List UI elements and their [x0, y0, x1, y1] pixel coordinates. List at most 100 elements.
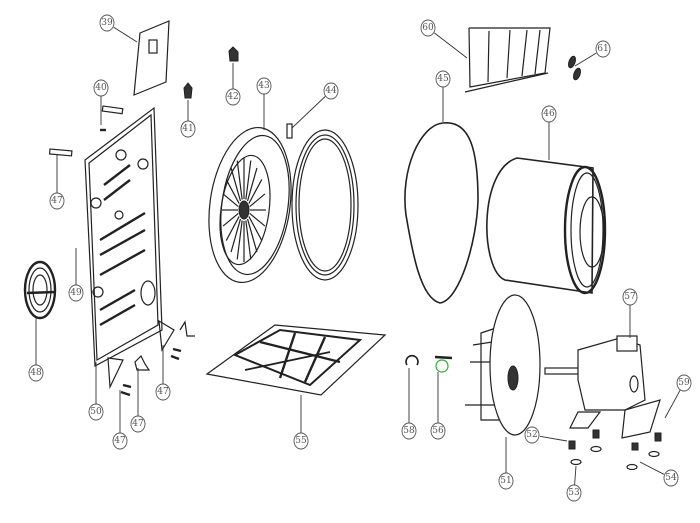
- part-hose-clamp: [434, 355, 453, 373]
- part-clips: [183, 46, 239, 99]
- callout-47: 47: [130, 368, 146, 433]
- callout-number: 49: [70, 288, 82, 298]
- leader-line: [639, 461, 665, 475]
- callout-number: 39: [101, 18, 113, 28]
- leader-line: [664, 389, 681, 419]
- callout-number: 47: [51, 196, 63, 206]
- callout-bubble: [430, 422, 446, 440]
- drum-spoke: [222, 193, 239, 208]
- callout-number: 50: [90, 407, 102, 417]
- callout-number: 59: [678, 378, 690, 388]
- callout-59: 59: [664, 374, 692, 419]
- callout-49: 49: [68, 248, 84, 302]
- leader-line: [539, 435, 568, 442]
- part-filter-bag: [404, 122, 479, 304]
- callout-41: 41: [180, 100, 196, 138]
- callout-number: 41: [182, 124, 193, 134]
- leader-line: [574, 52, 597, 67]
- callout-bubble: [99, 14, 115, 32]
- callout-number: 47: [114, 436, 126, 446]
- callout-55: 55: [293, 395, 309, 450]
- part-base-frame: [205, 324, 387, 396]
- callout-number: 47: [132, 419, 144, 429]
- drum-spoke: [236, 160, 243, 200]
- part-motor: [544, 335, 662, 471]
- callout-bubble: [68, 284, 84, 302]
- leader-line: [113, 26, 138, 43]
- callout-number: 53: [568, 488, 580, 498]
- callout-58: 58: [401, 368, 417, 440]
- drum-spoke: [248, 216, 263, 241]
- callout-number: 45: [437, 74, 449, 84]
- callout-bubble: [256, 77, 272, 95]
- callout-60: 60: [420, 19, 468, 59]
- callout-56: 56: [430, 372, 446, 440]
- part-screws: [568, 55, 581, 81]
- callout-42: 42: [225, 63, 241, 106]
- callout-50: 50: [88, 362, 104, 421]
- drum-spoke: [225, 179, 240, 204]
- callout-number: 60: [422, 23, 434, 33]
- callout-bubble: [401, 422, 417, 440]
- part-rack: [464, 27, 551, 93]
- callout-number: 47: [157, 387, 169, 397]
- callout-48: 48: [28, 318, 44, 382]
- callout-number: 54: [665, 473, 677, 483]
- callout-number: 55: [295, 436, 307, 446]
- callout-bubble: [155, 383, 171, 401]
- drum-spoke: [248, 179, 263, 204]
- drum-spoke: [222, 212, 239, 227]
- leader-line: [574, 465, 577, 486]
- leader-line: [434, 32, 468, 59]
- part-drum: [486, 157, 607, 295]
- drum-spoke: [249, 193, 266, 208]
- callout-number: 43: [258, 81, 270, 91]
- callout-57: 57: [622, 288, 638, 338]
- callout-bubble: [595, 40, 611, 58]
- callout-bubble: [49, 192, 65, 210]
- callout-44: 44: [291, 82, 339, 129]
- part-pin: [100, 105, 124, 132]
- callout-47: 47: [49, 155, 65, 210]
- drum-spoke: [246, 167, 258, 202]
- callout-number: 44: [325, 86, 337, 96]
- part-blower-wheel: [465, 294, 541, 436]
- callout-43: 43: [256, 77, 272, 130]
- callout-61: 61: [574, 40, 611, 67]
- callout-bubble: [28, 364, 44, 382]
- callout-52: 52: [524, 426, 568, 444]
- callout-number: 52: [526, 430, 537, 440]
- callout-bubble: [420, 19, 436, 37]
- drum-spoke: [245, 160, 252, 200]
- callout-bubble: [435, 70, 451, 88]
- drum-spoke: [249, 212, 266, 227]
- callout-45: 45: [435, 70, 451, 122]
- leader-line: [291, 96, 326, 129]
- drum-spoke: [230, 218, 242, 253]
- callout-bubble: [498, 472, 514, 490]
- part-cover-plate: [133, 20, 170, 96]
- part-fan-guard: [23, 260, 57, 320]
- callout-number: 61: [597, 44, 608, 54]
- callout-46: 46: [541, 105, 557, 160]
- callout-bubble: [566, 484, 582, 502]
- callout-bubble: [88, 403, 104, 421]
- callout-number: 40: [95, 83, 107, 93]
- callout-39: 39: [99, 14, 138, 43]
- callout-layer: 39 40 41 42 43 44 47 49 48 50 47 47 47 55 60 61 45 46 57 59…: [28, 14, 692, 502]
- callout-bubble: [524, 426, 540, 444]
- drum-spoke: [236, 220, 243, 260]
- callout-number: 46: [543, 109, 555, 119]
- callout-51: 51: [498, 437, 514, 490]
- callout-number: 48: [30, 368, 42, 378]
- callout-bubble: [323, 82, 339, 100]
- callout-number: 51: [500, 476, 511, 486]
- callout-number: 58: [403, 426, 415, 436]
- part-e-clip: [405, 354, 419, 366]
- callout-bubble: [180, 120, 196, 138]
- drum-spoke: [225, 216, 240, 241]
- callout-number: 56: [432, 426, 444, 436]
- callout-47: 47: [155, 345, 171, 401]
